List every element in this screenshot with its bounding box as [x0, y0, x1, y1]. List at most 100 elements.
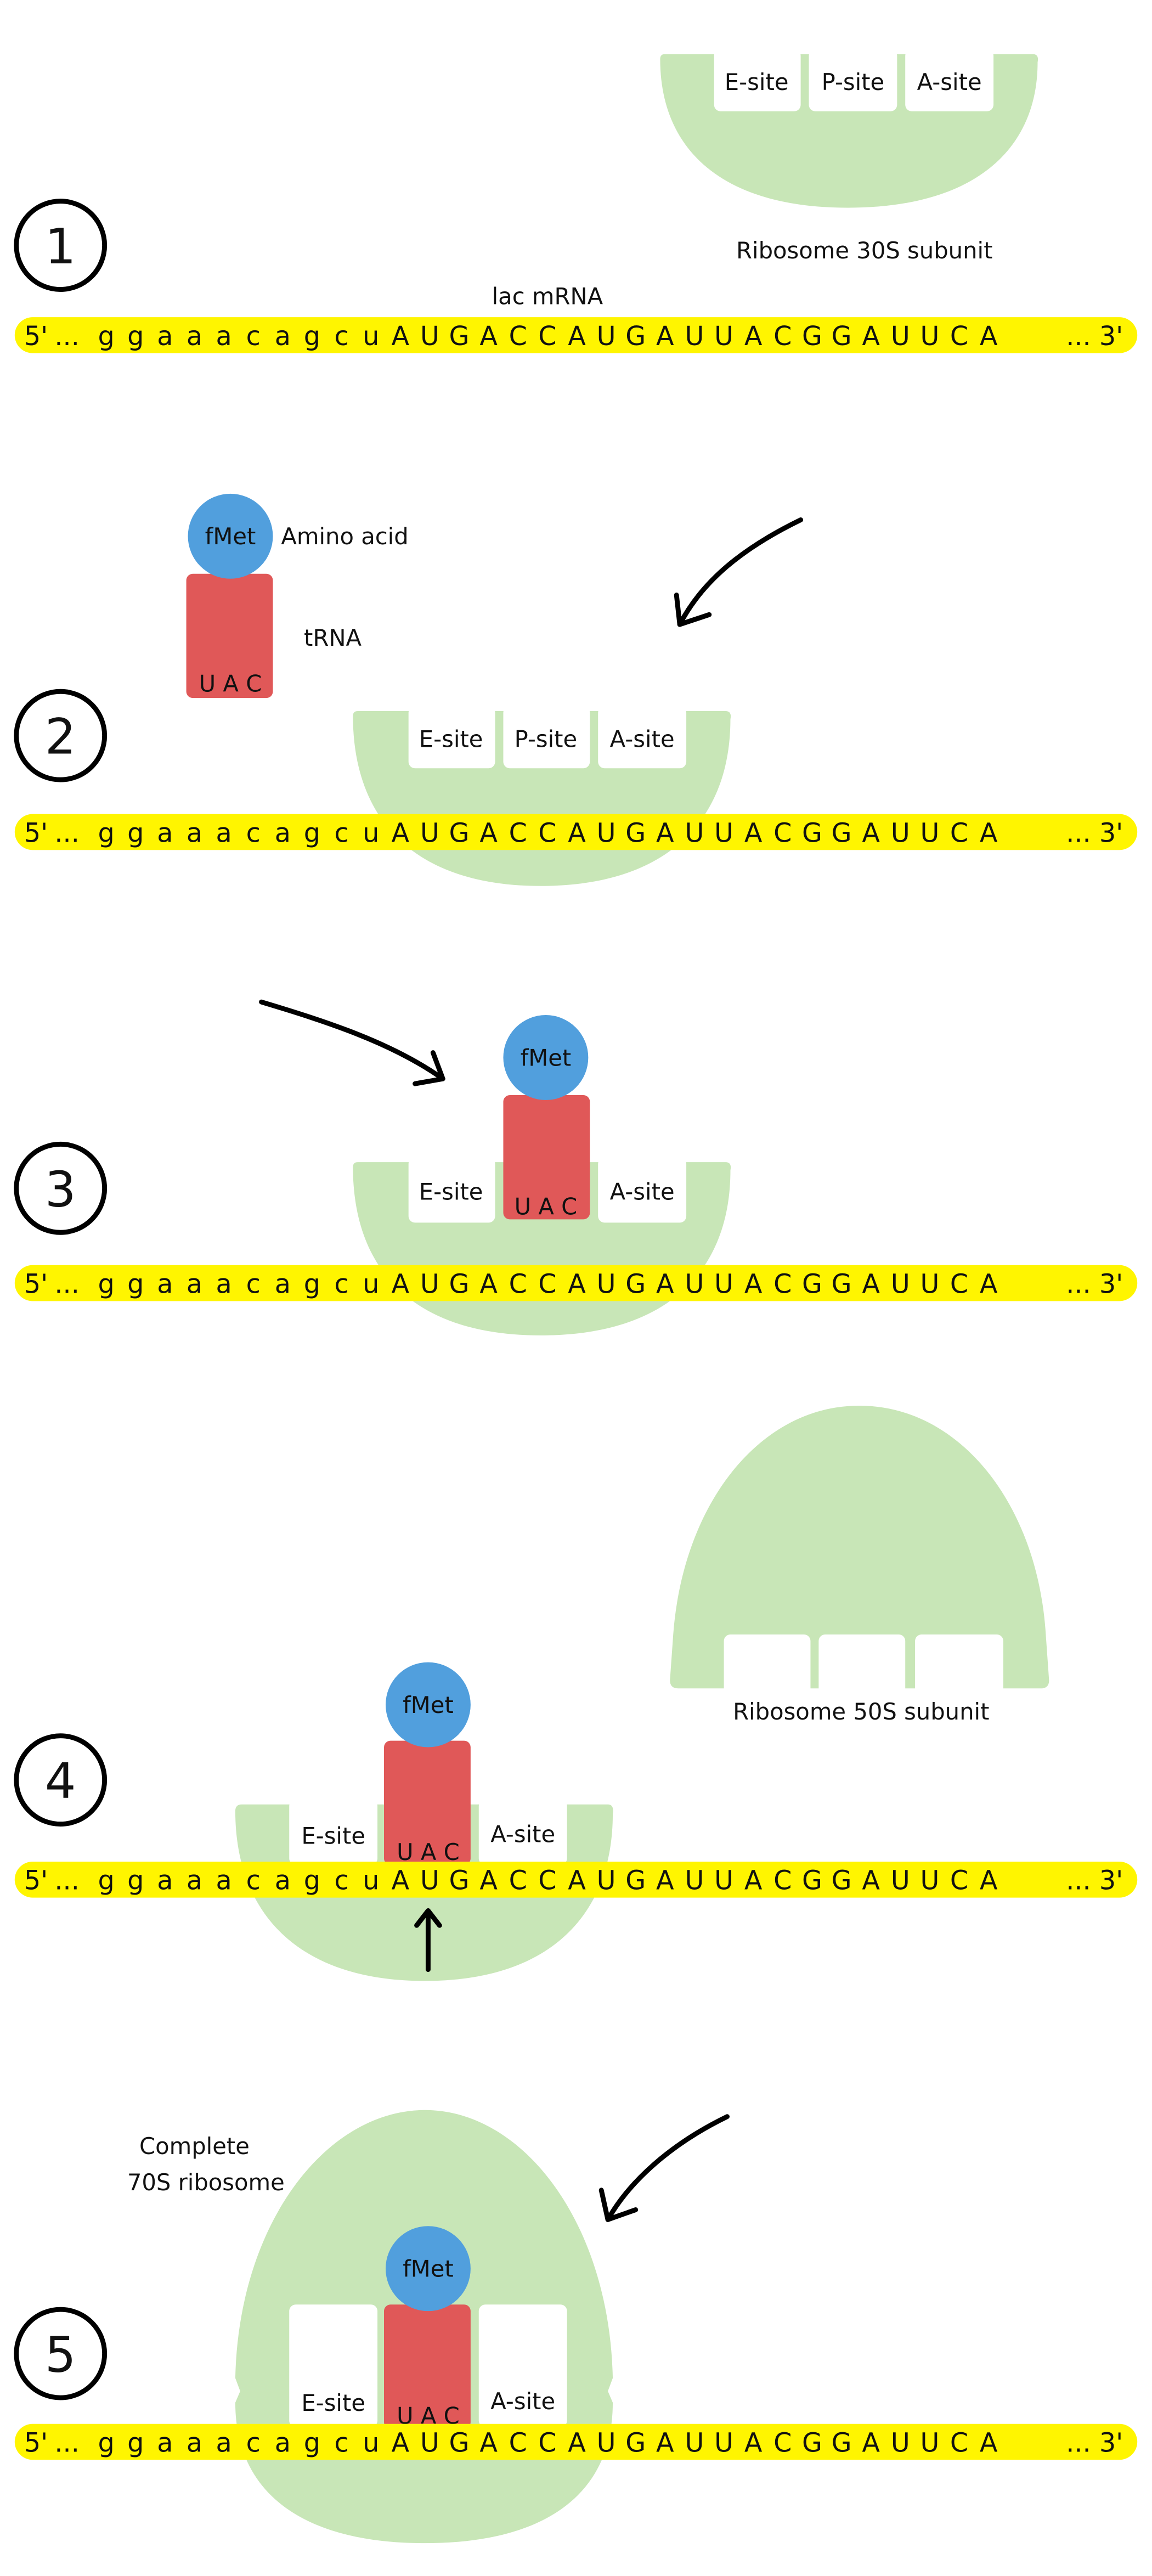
nucleotide: U [920, 322, 939, 352]
svg-text:5: 5 [45, 2326, 76, 2383]
five-prime-label: 5' [24, 322, 48, 352]
nucleotide: A [980, 1269, 998, 1299]
amino-acid-fmet [188, 493, 273, 579]
nucleotide: A [980, 322, 998, 352]
amino-acid-fmet [385, 2226, 471, 2312]
nucleotide: U [891, 322, 910, 352]
nucleotide: C [773, 1866, 792, 1896]
nucleotide: g [127, 1269, 144, 1299]
nucleotide: a [216, 818, 231, 848]
e-site-slot [408, 1157, 495, 1223]
anticodon: U A C [397, 1839, 460, 1865]
anticodon: U A C [199, 670, 262, 697]
nucleotide: G [832, 2428, 852, 2458]
step-number-2: 2 [14, 689, 108, 782]
nucleotide: c [246, 1269, 261, 1299]
ribosome-30s-subunit: E-site P-site A-site [353, 706, 731, 886]
e-site-label: E-site [419, 1179, 483, 1205]
nucleotide: C [773, 1269, 792, 1299]
nucleotide: A [391, 1866, 409, 1896]
curved-arrow-icon [598, 2114, 730, 2222]
nucleotide: U [685, 1866, 704, 1896]
nucleotide: a [187, 2428, 202, 2458]
nucleotide: A [479, 818, 498, 848]
ellipsis: ... [54, 818, 79, 848]
nucleotide: c [334, 322, 348, 352]
nucleotide: G [832, 1866, 852, 1896]
nucleotide: c [246, 1866, 261, 1896]
nucleotide: c [334, 1269, 348, 1299]
ellipsis: ... [54, 2428, 79, 2458]
nucleotide: a [157, 322, 173, 352]
complete-ribosome-label-line2: 70S ribosome [127, 2169, 285, 2196]
amino-acid-fmet [503, 1015, 589, 1100]
nucleotide: U [420, 818, 439, 848]
nucleotide: A [391, 818, 409, 848]
nucleotide: g [304, 1269, 320, 1299]
nucleotide: g [98, 1269, 114, 1299]
ellipsis: ... [54, 1269, 79, 1299]
svg-text:fMet: fMet [205, 523, 256, 550]
nucleotide: A [391, 1269, 409, 1299]
ellipsis: ... [1066, 1269, 1091, 1299]
svg-text:1: 1 [45, 218, 76, 275]
nucleotide: U [597, 2428, 616, 2458]
nucleotide: C [509, 1866, 527, 1896]
svg-text:fMet: fMet [521, 1044, 572, 1071]
step-number-4: 4 [14, 1733, 108, 1827]
ellipsis: ... [54, 1866, 79, 1896]
nucleotide: A [744, 1269, 763, 1299]
five-prime-label: 5' [24, 1269, 48, 1299]
nucleotide: U [891, 2428, 910, 2458]
nucleotide: C [538, 322, 556, 352]
e-site-slot [714, 49, 801, 111]
three-prime-label: 3' [1099, 818, 1123, 848]
a-site-slot [598, 1157, 687, 1223]
step-number-5: 5 [14, 2307, 108, 2400]
a-site-label: A-site [610, 726, 675, 753]
step-5: 5 Complete 70S ribosome E-site A-site fM… [14, 2110, 1138, 2544]
trna-label: tRNA [304, 624, 362, 651]
nucleotide: A [744, 1866, 763, 1896]
nucleotide: A [656, 1269, 674, 1299]
nucleotide: a [187, 818, 202, 848]
nucleotide: U [920, 1269, 939, 1299]
nucleotide: A [656, 1866, 674, 1896]
nucleotide: C [509, 322, 527, 352]
nucleotide: G [625, 1269, 646, 1299]
step-1: 1 E-site P-site A-site Ribosome 30S subu… [14, 49, 1138, 353]
nucleotide: a [157, 818, 173, 848]
nucleotide: A [980, 1866, 998, 1896]
nucleotide: c [246, 322, 261, 352]
nucleotide: U [891, 818, 910, 848]
nucleotide: C [950, 1866, 968, 1896]
nucleotide: C [509, 1269, 527, 1299]
nucleotide: G [832, 1269, 852, 1299]
trna [384, 1740, 471, 1865]
nucleotide: C [773, 2428, 792, 2458]
e-site-label: E-site [419, 726, 483, 753]
nucleotide: a [275, 322, 291, 352]
nucleotide: A [744, 818, 763, 848]
ellipsis: ... [1066, 1866, 1091, 1896]
p-site-label: P-site [822, 69, 885, 95]
nucleotide: U [597, 1866, 616, 1896]
nucleotide: A [568, 818, 586, 848]
a-site-slot [905, 49, 994, 111]
mrna-strip [14, 1862, 1138, 1898]
nucleotide: G [449, 1269, 470, 1299]
p-site-slot [503, 706, 590, 769]
curved-arrow-icon [259, 999, 445, 1086]
nucleotide: G [625, 1866, 646, 1896]
nucleotide: G [802, 818, 822, 848]
amino-acid-label: Amino acid [281, 523, 408, 550]
nucleotide: A [656, 322, 674, 352]
nucleotide: C [950, 1269, 968, 1299]
nucleotide: C [538, 2428, 556, 2458]
nucleotide: U [714, 818, 733, 848]
svg-text:fMet: fMet [403, 2256, 454, 2282]
p-site-slot [809, 49, 897, 111]
nucleotide: A [568, 1269, 586, 1299]
step-4: 4 Ribosome 50S subunit E-site A-site fMe… [14, 1405, 1138, 1981]
nucleotide: A [862, 322, 880, 352]
